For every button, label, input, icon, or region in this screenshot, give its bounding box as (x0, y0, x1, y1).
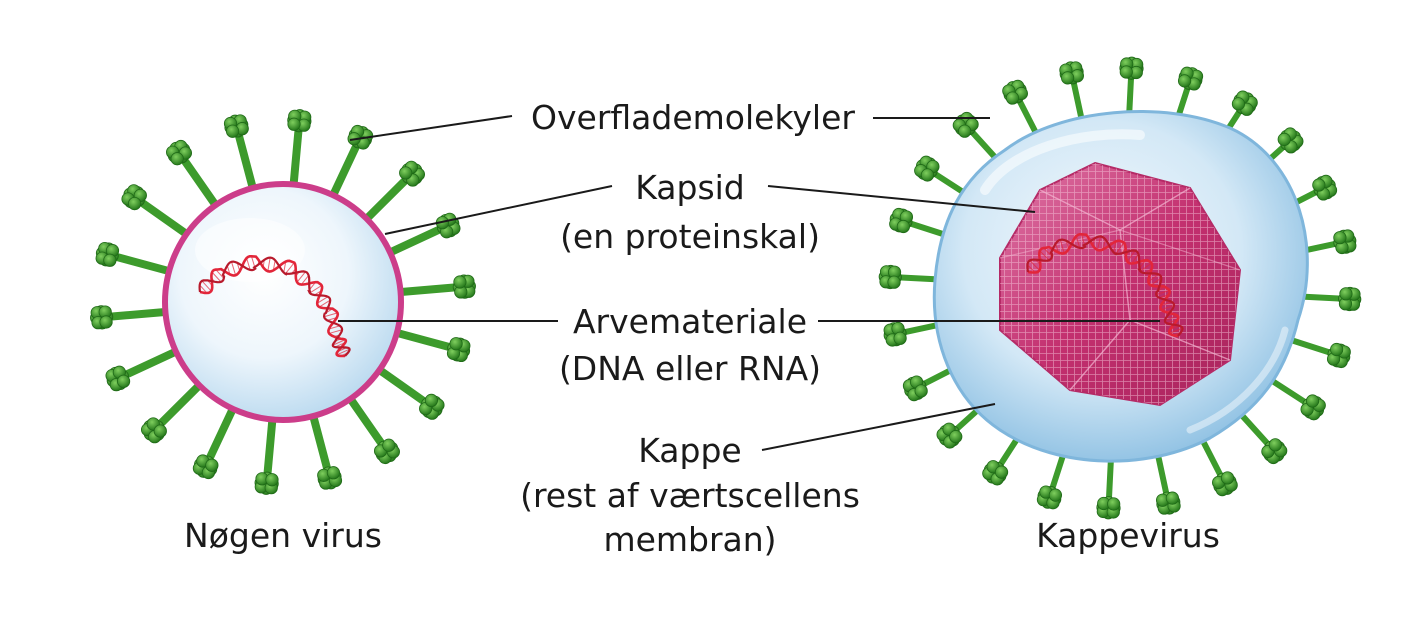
leader-capsid-right (767, 185, 1036, 213)
leader-envelope (761, 403, 996, 451)
naked-virus-capsid (162, 181, 404, 423)
naked-spike-6 (389, 327, 471, 363)
naked-spike-7 (372, 363, 445, 420)
enveloped-spike-9 (1268, 377, 1326, 421)
enveloped-virus-capsid (999, 161, 1242, 407)
enveloped-virus-nucleic-acid (1026, 233, 1184, 338)
naked-spike-13 (105, 345, 184, 392)
naked-spike-16 (121, 184, 194, 241)
enveloped-spike-19 (878, 264, 944, 290)
naked-spike-1 (287, 109, 312, 193)
naked-spike-10 (254, 411, 279, 495)
enveloped-spike-11 (1199, 436, 1238, 497)
label-envelope: Kappe (638, 431, 741, 470)
label-envelope-sub-1: (rest af værtscellens (520, 476, 860, 515)
label-genetic-material: Arvemateriale (573, 302, 807, 341)
naked-spike-18 (223, 114, 258, 196)
leader-surface-left (349, 115, 513, 141)
label-capsid: Kapsid (635, 168, 745, 207)
enveloped-spike-14 (1036, 446, 1068, 510)
enveloped-spike-17 (902, 362, 963, 402)
enveloped-spike-24 (1059, 61, 1086, 125)
caption-enveloped-virus: Kappevirus (1036, 516, 1220, 555)
enveloped-virus-envelope-sheen (980, 129, 1145, 195)
naked-spike-12 (140, 378, 207, 444)
enveloped-virus (878, 56, 1362, 520)
enveloped-spike-21 (914, 155, 972, 199)
enveloped-spike-7 (1296, 286, 1362, 312)
naked-spike-3 (359, 160, 426, 226)
enveloped-virus-spikes (878, 56, 1362, 520)
labels: Overflademolekyler Kapsid (en proteinska… (184, 98, 1220, 559)
enveloped-spike-6 (1292, 229, 1357, 256)
naked-spike-14 (90, 305, 174, 330)
naked-spike-8 (344, 391, 400, 465)
naked-spike-11 (192, 401, 239, 480)
leader-lines (338, 115, 1160, 451)
enveloped-spike-22 (952, 111, 1003, 165)
naked-spike-9 (308, 408, 343, 490)
enveloped-spike-2 (1172, 66, 1204, 130)
naked-virus (90, 109, 476, 495)
label-genetic-material-sub: (DNA eller RNA) (559, 349, 821, 388)
enveloped-spike-10 (1237, 411, 1288, 465)
naked-virus-spikes (90, 109, 476, 495)
label-capsid-sub: (en proteinskal) (560, 217, 820, 256)
enveloped-spike-16 (936, 399, 990, 449)
caption-naked-virus: Nøgen virus (184, 516, 382, 555)
enveloped-spike-23 (1002, 79, 1041, 140)
enveloped-spike-1 (1119, 56, 1144, 122)
leader-capsid-left (384, 185, 613, 235)
enveloped-spike-5 (1277, 174, 1338, 214)
enveloped-spike-13 (1096, 454, 1121, 520)
enveloped-spike-20 (889, 207, 952, 239)
naked-virus-nucleic-acid (198, 255, 351, 358)
naked-spike-2 (327, 124, 374, 203)
enveloped-spike-12 (1154, 451, 1181, 515)
label-surface-molecules: Overflademolekyler (531, 98, 855, 137)
enveloped-virus-envelope-sheen-2 (1186, 326, 1289, 434)
enveloped-spike-8 (1288, 337, 1351, 369)
naked-spike-15 (95, 241, 177, 277)
label-envelope-sub-2: membran) (603, 520, 776, 559)
naked-spike-17 (166, 139, 222, 213)
naked-spike-4 (382, 212, 461, 259)
naked-spike-5 (392, 274, 476, 299)
